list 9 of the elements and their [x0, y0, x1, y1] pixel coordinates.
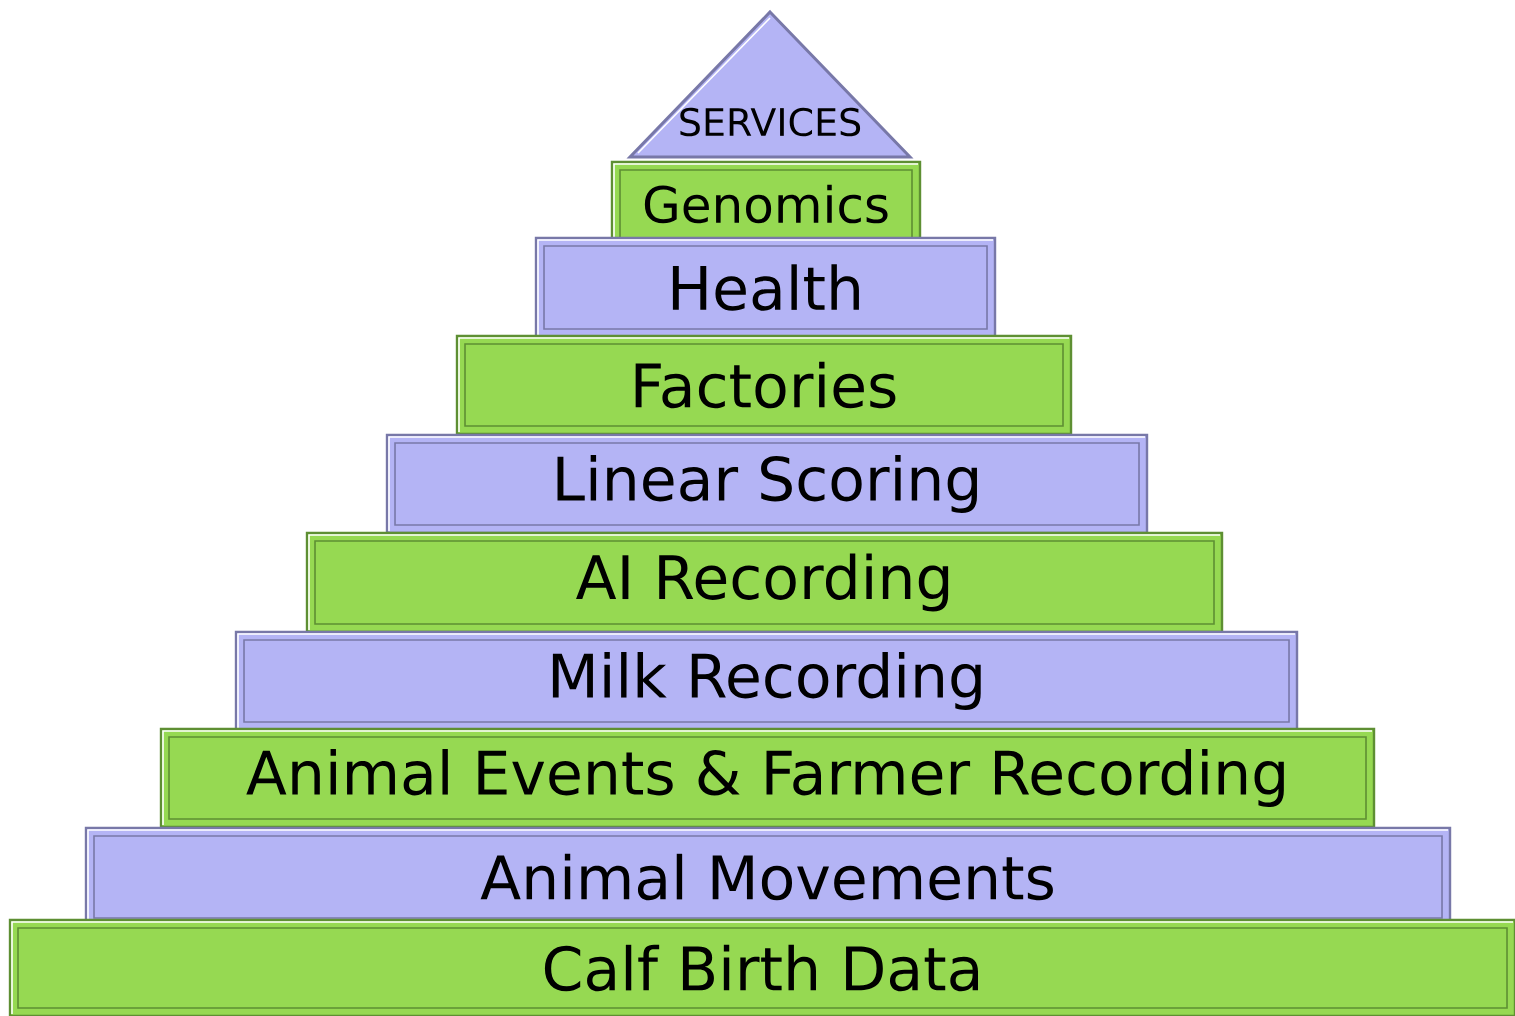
pyramid-step: Milk Recording — [234, 630, 1299, 732]
pyramid-step: Animal Events & Farmer Recording — [159, 727, 1376, 829]
pyramid-step: Calf Birth Data — [8, 918, 1515, 1016]
pyramid-step: AI Recording — [305, 531, 1224, 634]
pyramid-step: Linear Scoring — [385, 433, 1149, 535]
pyramid-step: Genomics — [610, 160, 922, 248]
pyramid-step: Health — [534, 236, 997, 339]
pyramid-step: Factories — [455, 334, 1073, 436]
pyramid-step: Animal Movements — [84, 826, 1452, 928]
